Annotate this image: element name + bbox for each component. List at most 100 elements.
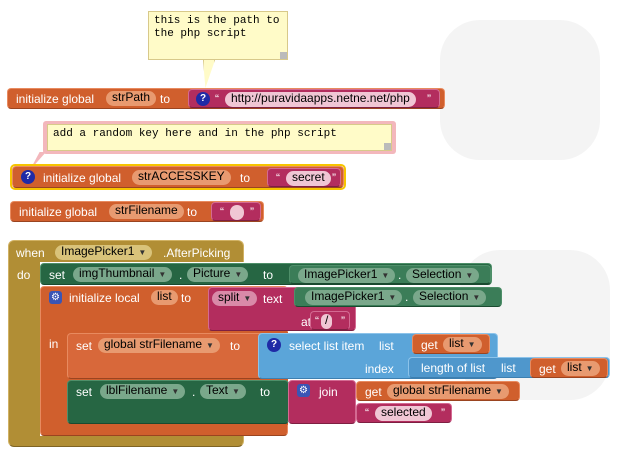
var-name-field[interactable]: strPath xyxy=(106,90,157,106)
property-dropdown[interactable]: Selection▼ xyxy=(413,290,487,305)
get-label: get xyxy=(421,338,438,352)
chevron-down-icon: ▼ xyxy=(158,270,167,279)
property-dropdown[interactable]: Selection▼ xyxy=(406,267,480,283)
get-list-block[interactable]: get list▼ xyxy=(412,334,490,354)
string-value-field[interactable]: selected xyxy=(375,406,432,421)
set-lblfilename-text-block[interactable]: set lblFilename▼ . Text▼ to xyxy=(67,380,289,424)
chevron-down-icon: ▼ xyxy=(171,387,180,396)
chevron-down-icon: ▼ xyxy=(234,270,243,279)
property-dropdown[interactable]: Text▼ xyxy=(200,384,246,399)
property-text: Selection xyxy=(412,267,462,281)
comment-key-text: add a random key here and in the php scr… xyxy=(53,128,337,140)
comment-resize-handle[interactable] xyxy=(384,143,391,150)
question-icon[interactable]: ? xyxy=(196,92,210,106)
quote-close: ” xyxy=(341,314,345,328)
string-block[interactable]: “ / ” xyxy=(310,311,350,330)
string-value-field[interactable]: secret xyxy=(286,171,331,186)
select-label: select list item xyxy=(289,339,365,353)
string-value-text: http://puravidaapps.netne.net/php xyxy=(231,91,410,105)
var-name-text: strPath xyxy=(112,90,151,104)
dot-label: . xyxy=(398,268,402,282)
var-name-text: strACCESSKEY xyxy=(138,169,225,183)
gear-icon[interactable]: ⚙ xyxy=(297,384,310,397)
join-block[interactable]: ⚙ join xyxy=(288,380,356,424)
getter-imagepicker-selection-block[interactable]: ImagePicker1▼ . Selection▼ xyxy=(289,265,491,284)
string-value-text: / xyxy=(325,313,329,327)
dot-label: . xyxy=(179,268,183,282)
var-name-field[interactable]: list xyxy=(151,290,178,305)
list-label: list xyxy=(501,361,516,375)
chevron-down-icon: ▼ xyxy=(465,271,474,280)
var-dropdown[interactable]: list▼ xyxy=(443,337,482,352)
var-name-field[interactable]: strFilename xyxy=(109,204,184,219)
var-name-text: strFilename xyxy=(115,203,178,217)
component-dropdown[interactable]: ImagePicker1▼ xyxy=(305,289,403,305)
set-global-strfilename-block[interactable]: set global strFilename▼ to xyxy=(67,333,265,379)
get-label: get xyxy=(365,385,382,399)
component-text: lblFilename xyxy=(106,383,168,397)
string-value-field[interactable]: http://puravidaapps.netne.net/php xyxy=(225,92,416,107)
component-dropdown[interactable]: imgThumbnail▼ xyxy=(73,266,173,282)
init-global-strpath-block[interactable]: initialize global strPath to ? “ http://… xyxy=(7,88,445,109)
get-list-block[interactable]: get list▼ xyxy=(530,358,608,378)
component-text: ImagePicker1 xyxy=(311,289,385,303)
in-label: in xyxy=(49,337,59,351)
component-dropdown[interactable]: lblFilename▼ xyxy=(100,383,186,399)
string-value-field[interactable]: / xyxy=(321,313,333,329)
comment-pointer xyxy=(203,60,215,88)
background-shape xyxy=(440,20,600,160)
component-dropdown[interactable]: ImagePicker1▼ xyxy=(55,245,153,260)
string-block[interactable]: ? “ http://puravidaapps.netne.net/php ” xyxy=(188,89,440,108)
text-label: text xyxy=(263,292,283,306)
init-global-strkey-block[interactable]: ? initialize global strACCESSKEY to “ se… xyxy=(12,166,344,188)
quote-open: “ xyxy=(365,406,369,420)
string-block[interactable]: “ selected ” xyxy=(356,403,452,423)
comment-resize-handle[interactable] xyxy=(280,52,287,59)
selection-outline xyxy=(10,164,346,190)
getter-imagepicker-selection-block[interactable]: ImagePicker1▼ . Selection▼ xyxy=(294,287,502,307)
chevron-down-icon: ▼ xyxy=(232,387,240,396)
when-label: when xyxy=(16,246,45,260)
string-value-field[interactable] xyxy=(230,205,244,220)
to-label: to xyxy=(240,171,251,185)
init-keyword: initialize global xyxy=(43,171,122,185)
set-imgthumbnail-picture-block[interactable]: set imgThumbnail▼ . Picture▼ to ImagePic… xyxy=(40,263,492,285)
quote-open: “ xyxy=(276,171,280,185)
chevron-down-icon: ▼ xyxy=(381,271,390,280)
split-text: split xyxy=(218,290,240,304)
init-local-keyword: initialize local xyxy=(69,291,140,305)
string-block[interactable]: “ ” xyxy=(211,202,261,221)
component-text: imgThumbnail xyxy=(79,266,155,280)
split-dropdown[interactable]: split▼ xyxy=(212,290,258,306)
var-dropdown[interactable]: global strFilename▼ xyxy=(387,384,509,399)
get-label: get xyxy=(539,362,556,376)
var-dropdown[interactable]: list▼ xyxy=(561,361,600,376)
event-name-label: .AfterPicking xyxy=(163,246,231,260)
do-label: do xyxy=(17,268,31,282)
dot-label: . xyxy=(192,385,196,399)
quote-open: “ xyxy=(315,314,319,328)
question-icon[interactable]: ? xyxy=(267,338,281,352)
gear-icon[interactable]: ⚙ xyxy=(49,291,62,304)
question-icon[interactable]: ? xyxy=(21,170,35,184)
var-dropdown[interactable]: global strFilename▼ xyxy=(98,338,220,353)
property-dropdown[interactable]: Picture▼ xyxy=(187,267,249,282)
component-text: ImagePicker1 xyxy=(304,267,378,281)
property-text: Text xyxy=(206,383,229,397)
chevron-down-icon: ▼ xyxy=(388,293,397,302)
var-name-text: list xyxy=(157,289,172,303)
chevron-down-icon: ▼ xyxy=(467,340,476,349)
comment-path: this is the path to the php script xyxy=(148,11,288,60)
chevron-down-icon: ▼ xyxy=(472,293,481,302)
var-text: global strFilename xyxy=(393,383,492,397)
component-dropdown[interactable]: ImagePicker1▼ xyxy=(298,267,396,283)
init-global-strfilename-block[interactable]: initialize global strFilename to “ ” xyxy=(10,201,264,222)
chevron-down-icon: ▼ xyxy=(495,387,503,396)
to-label: to xyxy=(263,268,274,282)
string-block[interactable]: “ secret ” xyxy=(267,168,341,187)
at-label: at xyxy=(301,315,312,329)
var-name-field[interactable]: strACCESSKEY xyxy=(132,170,231,185)
list-label: list xyxy=(379,339,394,353)
get-global-strfilename-block[interactable]: get global strFilename▼ xyxy=(356,381,520,401)
chevron-down-icon: ▼ xyxy=(206,341,214,350)
